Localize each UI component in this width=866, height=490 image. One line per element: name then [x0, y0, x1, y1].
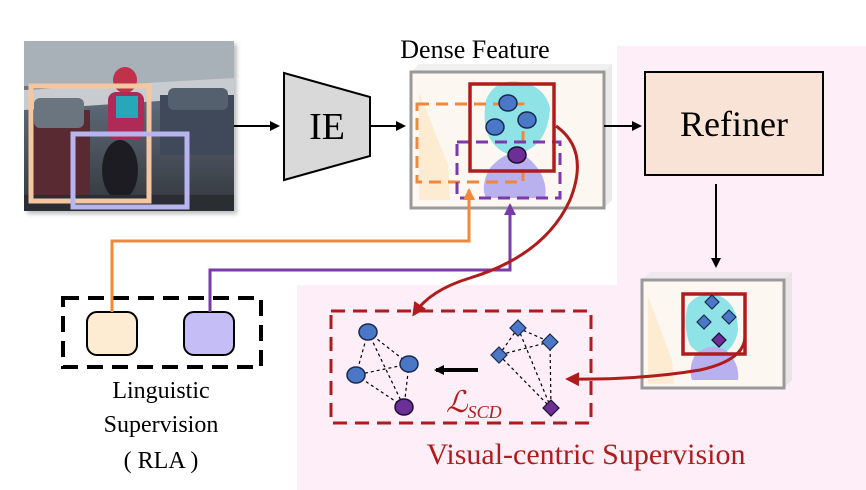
linguistic-label-line2: Supervision	[104, 412, 219, 438]
ie-label: IE	[309, 106, 345, 148]
dense-feature-title: Dense Feature	[400, 35, 549, 64]
graph-node	[346, 366, 366, 384]
linguistic-label-line1: Linguistic	[112, 378, 209, 404]
graph-left	[346, 323, 419, 416]
graph-node	[541, 333, 559, 351]
graph-right	[490, 319, 560, 417]
refined-node-purple	[711, 332, 727, 348]
purple-supervision-arrow	[208, 203, 516, 312]
ie-encoder: IE	[283, 71, 371, 182]
linguistic-label-line3: ( RLA )	[124, 448, 199, 474]
graph-node	[399, 355, 419, 373]
graph-node-purple	[542, 399, 560, 417]
feature-node	[485, 118, 505, 136]
refiner-label: Refiner	[680, 104, 788, 144]
feature-node	[517, 111, 537, 129]
purple-text-token	[183, 311, 235, 356]
visual-centric-box: ℒSCD	[329, 309, 593, 425]
refined-node	[721, 309, 737, 325]
orange-supervision-arrow	[110, 188, 475, 312]
graph-node	[509, 319, 527, 337]
visual-centric-label: Visual-centric Supervision	[427, 438, 746, 471]
red-refined-to-graph-arrow	[565, 335, 747, 387]
linguistic-supervision-box	[61, 296, 263, 369]
feature-node-purple	[507, 146, 527, 164]
graph-node	[358, 323, 378, 341]
graph-node	[490, 346, 508, 364]
red-feature-to-graph-arrow	[412, 124, 579, 317]
orange-text-token	[86, 311, 138, 356]
feature-node	[498, 94, 518, 112]
input-photo	[24, 41, 234, 211]
loss-symbol: ℒSCD	[446, 386, 502, 422]
dense-feature-map	[409, 64, 612, 210]
refined-feature-map	[640, 272, 792, 390]
refiner-box: Refiner	[644, 71, 824, 176]
refined-node	[696, 314, 712, 330]
refined-node	[704, 294, 720, 310]
graph-node-purple	[394, 398, 414, 416]
